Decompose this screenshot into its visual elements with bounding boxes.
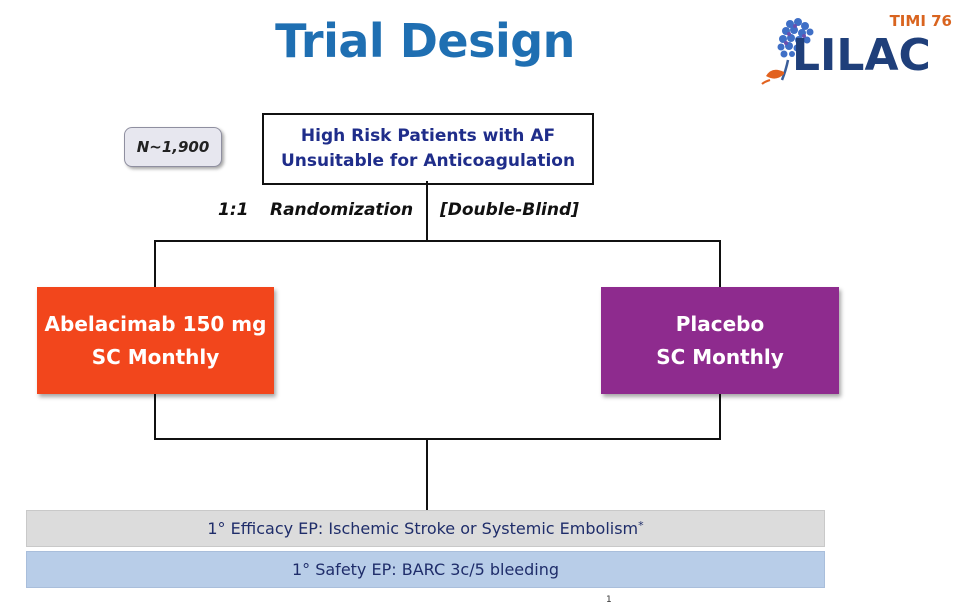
placebo-arm-box: Placebo SC Monthly [601,287,839,394]
lilac-logo: TIMI 76 LILAC [750,8,960,88]
safety-endpoint-bar: 1° Safety EP: BARC 3c/5 bleeding [26,551,825,588]
left-drop-line [154,240,156,287]
efficacy-endpoint-text: 1° Efficacy EP: Ischemic Stroke or Syste… [207,519,639,538]
right-rise-line [719,394,721,439]
join-horizontal-line [154,438,721,440]
abelacimab-arm-box: Abelacimab 150 mg SC Monthly [37,287,274,394]
page-title: Trial Design [275,14,575,68]
page-number: 1 [606,595,612,605]
randomization-label: Randomization [270,200,414,220]
right-drop-line [719,240,721,287]
split-horizontal-line [154,240,721,242]
lilac-flower-icon [761,18,814,85]
sample-size-badge: N~1,900 [124,127,222,167]
left-rise-line [154,394,156,439]
efficacy-endpoint-bar: 1° Efficacy EP: Ischemic Stroke or Syste… [26,510,825,547]
placebo-arm-line-2: SC Monthly [656,344,784,369]
stem-top-line [426,181,428,241]
population-line-1: High Risk Patients with AF [300,126,556,147]
population-line-2: Unsuitable for Anticoagulation [280,151,576,171]
placebo-arm-line-1: Placebo [675,311,765,336]
lilac-wordmark: LILAC [792,30,931,81]
abelacimab-arm-line-2: SC Monthly [91,344,220,369]
abelacimab-arm-line-1: Abelacimab 150 mg [44,311,267,336]
population-box: High Risk Patients with AF Unsuitable fo… [262,113,594,185]
blinding-label: [Double-Blind] [440,200,579,220]
safety-endpoint-text: 1° Safety EP: BARC 3c/5 bleeding [291,560,560,579]
trial-number-label: TIMI 76 [889,12,952,30]
randomization-ratio: 1:1 [218,200,249,220]
stem-bottom-line [426,438,428,510]
efficacy-footnote-mark: * [638,519,644,532]
